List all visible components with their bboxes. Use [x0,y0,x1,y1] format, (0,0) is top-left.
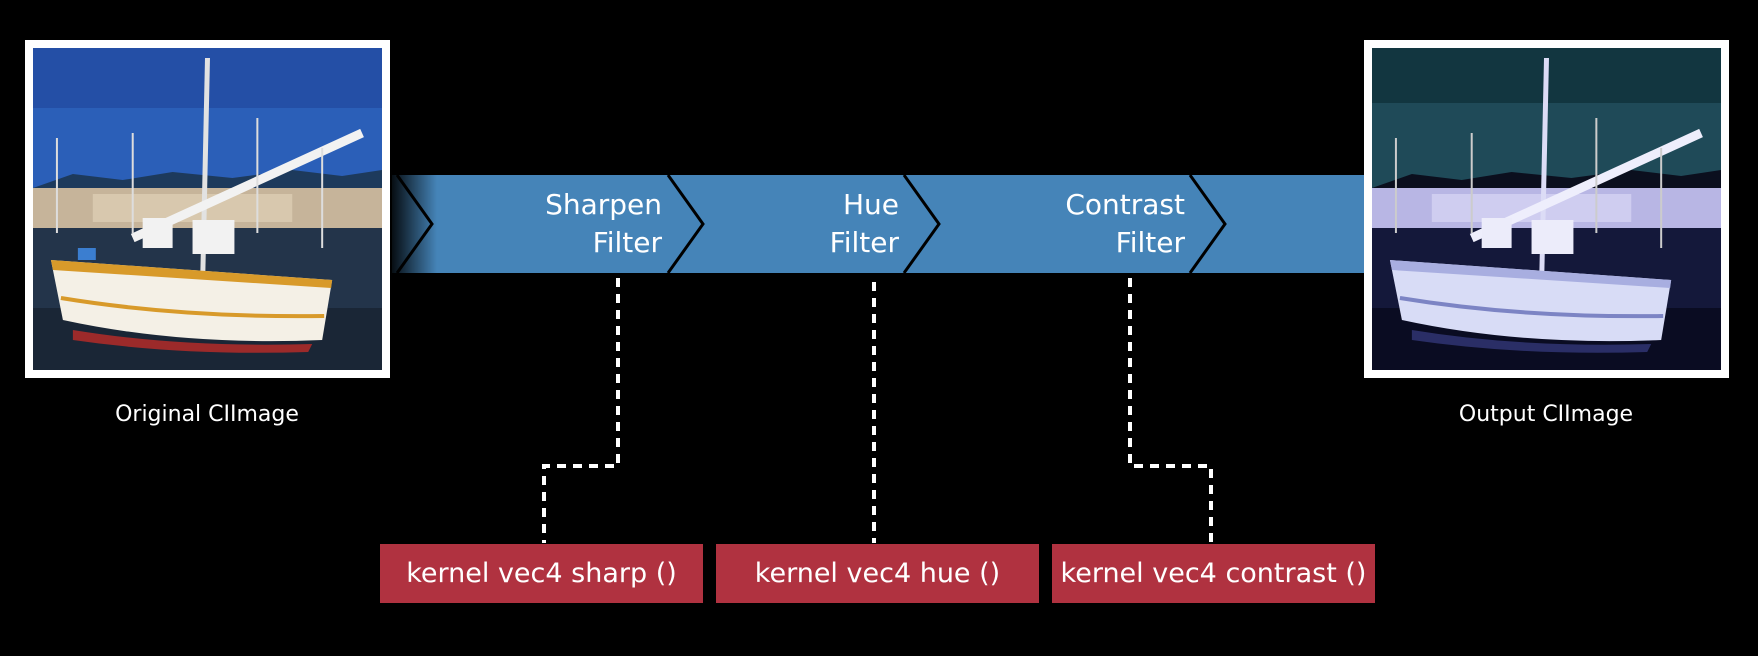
output-image-caption: Output CIImage [1458,402,1634,427]
chevron-hue [902,174,941,274]
hue-filter-label-line1: Hue [842,188,899,221]
chevron-contrast [1188,174,1227,274]
original-image [25,40,390,378]
kernel-hue-box: kernel vec4 hue () [716,544,1039,603]
pipeline-band [392,175,1366,273]
chevron-entry [395,174,434,274]
hue-filter-label: Hue Filter [740,186,899,262]
original-image-caption: Original CIImage [115,402,299,427]
hue-filter-label-line2: Filter [829,226,899,259]
sharpen-filter-label-line1: Sharpen [545,188,662,221]
sharpen-filter-label: Sharpen Filter [470,186,662,262]
contrast-filter-label-line2: Filter [1115,226,1185,259]
sharpen-filter-label-line2: Filter [592,226,662,259]
chevron-sharpen [666,174,705,274]
contrast-filter-label-line1: Contrast [1065,188,1185,221]
kernel-sharp-box: kernel vec4 sharp () [380,544,703,603]
output-image [1364,40,1729,378]
kernel-contrast-box: kernel vec4 contrast () [1052,544,1375,603]
connector-sharpen [542,278,620,543]
connector-contrast [1128,278,1213,543]
contrast-filter-label: Contrast Filter [990,186,1185,262]
